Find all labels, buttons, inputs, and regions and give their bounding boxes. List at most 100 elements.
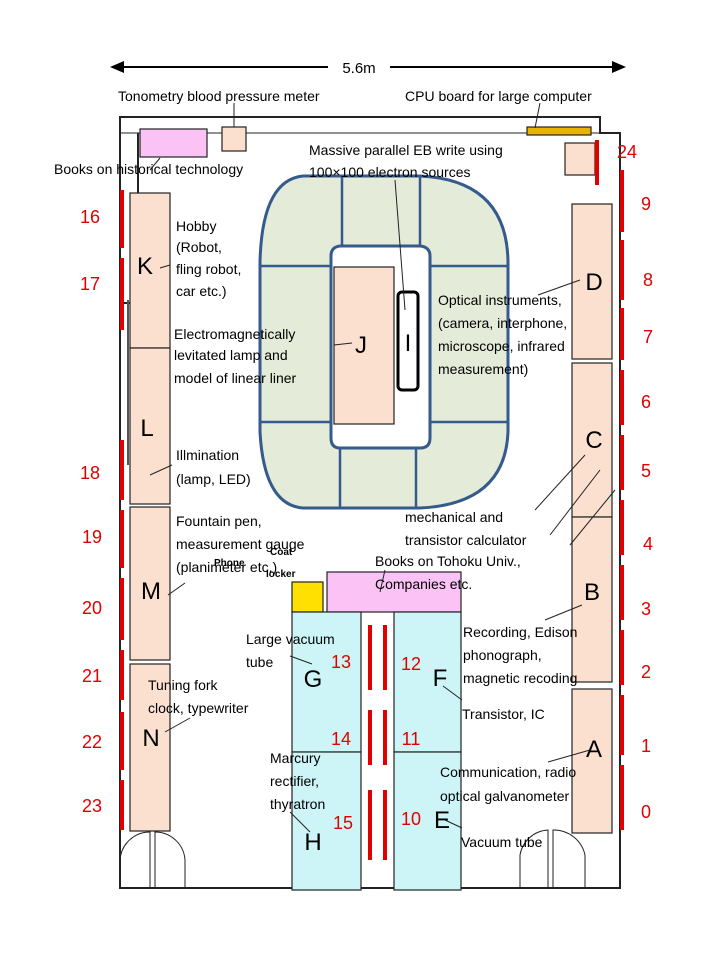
- label-tuning-2: clock, typewriter: [148, 700, 249, 716]
- label-optical-1: Optical instruments,: [438, 292, 562, 308]
- letter-b: B: [584, 579, 600, 606]
- case-n: [129, 663, 171, 832]
- number-10: 10: [401, 809, 421, 829]
- label-fountain-3: (planimeter etc.): [176, 559, 277, 575]
- door-right: [519, 829, 586, 888]
- number-3: 3: [641, 599, 651, 619]
- number-4: 4: [643, 534, 653, 554]
- number-24: 24: [617, 142, 637, 162]
- case-g: [291, 611, 362, 753]
- number-1: 1: [641, 736, 651, 756]
- case-a: [571, 688, 613, 834]
- number-5: 5: [641, 461, 651, 481]
- letter-f: F: [433, 665, 448, 692]
- letter-a: A: [586, 736, 602, 763]
- label-tonometry: Tonometry blood pressure meter: [118, 88, 320, 104]
- letter-l: L: [140, 415, 153, 442]
- label-cpu-board: CPU board for large computer: [405, 88, 592, 104]
- label-em-3: model of linear liner: [174, 370, 297, 386]
- label-hobby-1: Hobby: [176, 218, 216, 234]
- case-h: [291, 751, 362, 891]
- label-coat-1: Coat: [270, 547, 293, 558]
- number-8: 8: [643, 270, 653, 290]
- number-14: 14: [331, 729, 351, 749]
- case-j: [333, 266, 395, 425]
- number-11: 11: [402, 729, 421, 749]
- label-illumination-1: Illmination: [176, 447, 239, 463]
- letter-d: D: [585, 269, 602, 296]
- door-left: [119, 831, 186, 888]
- number-15: 15: [333, 813, 353, 833]
- label-em-1: Electromagnetically: [174, 326, 295, 342]
- number-23: 23: [82, 796, 102, 816]
- case-b: [571, 516, 613, 683]
- label-tuning-1: Tuning fork: [148, 677, 219, 693]
- case-e: [393, 751, 462, 891]
- case-d: [571, 203, 613, 360]
- case-l: [129, 347, 171, 505]
- label-recording-1: Recording, Edison: [463, 624, 577, 640]
- label-calculator-2: transistor calculator: [405, 532, 527, 548]
- number-17: 17: [80, 274, 100, 294]
- label-coat-2: locker: [266, 569, 296, 580]
- case-f: [393, 611, 462, 753]
- label-fountain-2: measurement gauge: [176, 536, 305, 552]
- letter-e: E: [434, 807, 450, 834]
- number-2: 2: [641, 662, 651, 682]
- letter-h: H: [304, 829, 321, 856]
- label-hobby-4: car etc.): [176, 283, 227, 299]
- books-historical-shelf: [139, 128, 208, 158]
- label-tohoku-1: Books on Tohoku Univ.,: [375, 553, 521, 569]
- number-7: 7: [643, 327, 653, 347]
- label-mercury-1: Marcury: [270, 750, 321, 766]
- label-eb-write-1: Massive parallel EB write using: [309, 142, 503, 158]
- label-vacuum-tube: Vacuum tube: [461, 834, 543, 850]
- number-20: 20: [82, 598, 102, 618]
- number-21: 21: [82, 666, 102, 686]
- cpu-board: [526, 126, 592, 136]
- label-eb-write-2: 100×100 electron sources: [309, 164, 471, 180]
- number-18: 18: [80, 463, 100, 483]
- coat-locker: [291, 581, 324, 613]
- number-0: 0: [641, 802, 651, 822]
- dimension-arrow: 5.6m: [110, 56, 626, 78]
- number-19: 19: [82, 527, 102, 547]
- number-9: 9: [641, 194, 651, 214]
- label-optical-3: microscope, infrared: [438, 338, 565, 354]
- label-hobby-2: (Robot,: [176, 239, 222, 255]
- number-12: 12: [401, 654, 421, 674]
- number-13: 13: [331, 652, 351, 672]
- leader-lines: [149, 102, 616, 833]
- number-6: 6: [641, 392, 651, 412]
- letter-m: M: [141, 578, 161, 605]
- label-optical-2: (camera, interphone,: [438, 315, 567, 331]
- small-cabinet-right: [564, 142, 596, 176]
- letter-g: G: [304, 666, 323, 693]
- label-mercury-3: thyratron: [270, 796, 325, 812]
- tonometry-cabinet: [221, 126, 247, 152]
- number-22: 22: [82, 732, 102, 752]
- dimension-label: 5.6m: [342, 60, 375, 77]
- label-recording-3: magnetic recoding: [463, 670, 577, 686]
- letter-j: J: [355, 332, 367, 359]
- books-tohoku-shelf: [326, 571, 462, 613]
- label-communication-2: optical galvanometer: [440, 788, 570, 804]
- letter-n: N: [142, 725, 159, 752]
- label-recording-2: phonograph,: [463, 647, 542, 663]
- red-wall-markers: [120, 140, 624, 860]
- label-large-vacuum-1: Large vacuum: [246, 631, 335, 647]
- label-communication-1: Communication, radio: [440, 764, 576, 780]
- label-illumination-2: (lamp, LED): [176, 471, 251, 487]
- label-hobby-3: fling robot,: [176, 261, 241, 277]
- letter-k: K: [137, 253, 153, 280]
- letter-i: I: [405, 330, 412, 357]
- label-large-vacuum-2: tube: [246, 654, 273, 670]
- exhibit-labels: Tonometry blood pressure meter CPU board…: [54, 88, 592, 850]
- label-transistor: Transistor, IC: [462, 706, 545, 722]
- letter-c: C: [585, 427, 602, 454]
- case-c: [571, 362, 613, 518]
- case-letters: K L M N D C B A J I G H F E: [137, 253, 603, 856]
- label-phone: Phone: [214, 558, 245, 569]
- label-tohoku-2: Companies etc.: [375, 576, 472, 592]
